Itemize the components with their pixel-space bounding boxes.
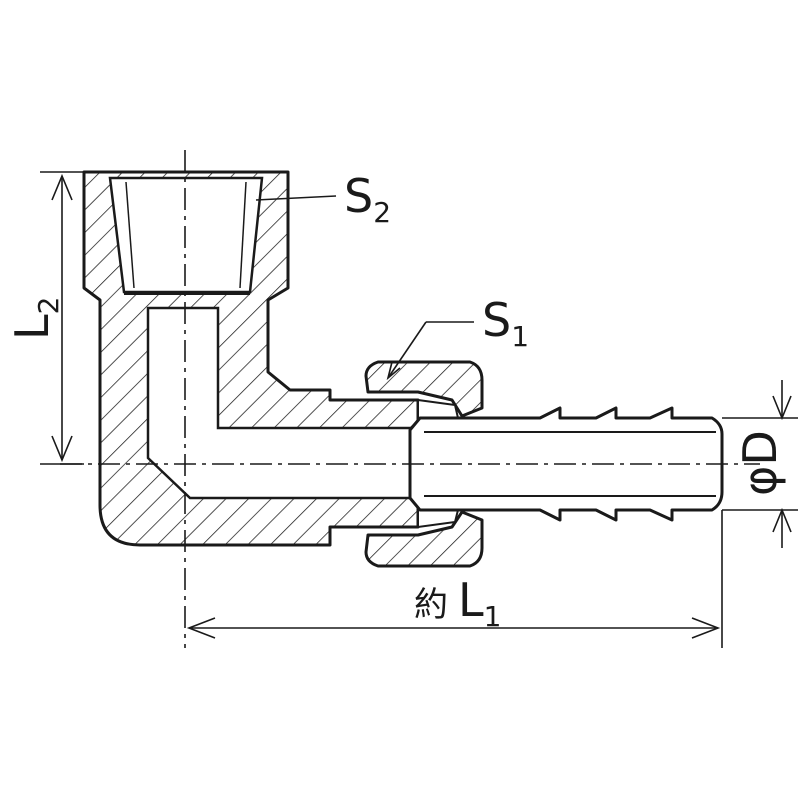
l1-arrow-right xyxy=(691,617,721,639)
l1-arrow-left xyxy=(186,617,216,639)
l2-arrow-top xyxy=(51,173,73,201)
thread-root-left xyxy=(125,181,135,289)
thread-root-right xyxy=(239,181,247,289)
label-l2: L2 xyxy=(5,297,65,340)
s2-leader xyxy=(255,195,337,201)
union-nut-top xyxy=(364,360,484,418)
label-s1: S1 xyxy=(482,293,529,353)
label-s2: S2 xyxy=(344,169,391,229)
s1-leader-arrow xyxy=(386,361,401,381)
union-nut-bottom xyxy=(364,510,484,568)
d-arrow-top xyxy=(772,395,792,421)
l2-arrow-bottom xyxy=(51,435,73,463)
s1-leader-diag xyxy=(387,321,427,379)
female-thread-port xyxy=(108,176,264,294)
d-arrow-bottom xyxy=(772,507,792,533)
label-phi-d: φD xyxy=(733,430,787,496)
